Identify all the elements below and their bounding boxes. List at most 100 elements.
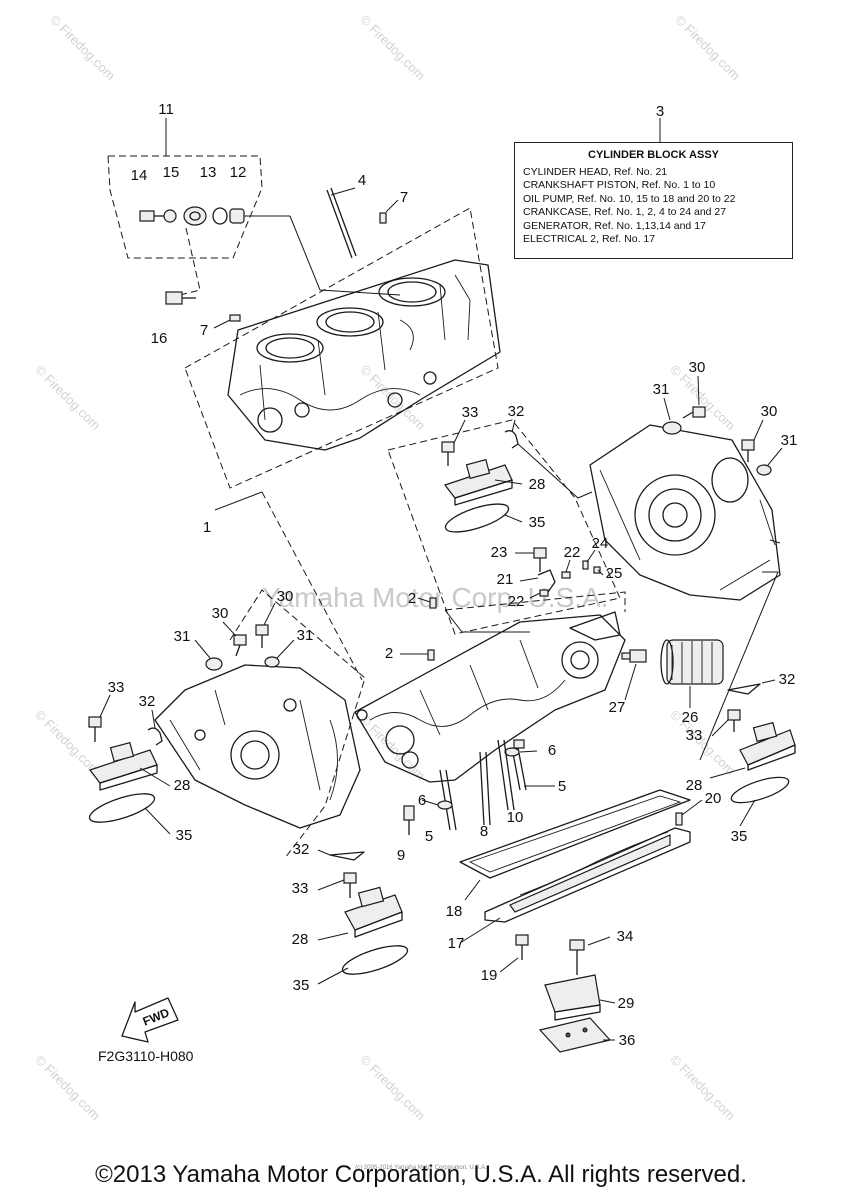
bolt-30 (682, 406, 706, 419)
assembly-line: OIL PUMP, Ref. No. 10, 15 to 18 and 20 t… (523, 192, 736, 205)
callout-label: 1 (202, 519, 212, 536)
callout-label: 33 (685, 727, 703, 744)
bolt-30 (233, 634, 247, 657)
cover-28 (739, 721, 796, 771)
washer-31 (662, 421, 682, 435)
callout-label: 35 (528, 514, 546, 531)
dowel-pin-2 (427, 649, 435, 661)
bolt-33 (88, 716, 102, 742)
bolt-8 (479, 751, 491, 826)
callout-label: 28 (528, 476, 546, 493)
oil-pan-17 (484, 827, 691, 923)
pin-20 (675, 812, 683, 826)
callout-label: 36 (618, 1032, 636, 1049)
callout-label: 32 (292, 841, 310, 858)
callout-label: 32 (778, 671, 796, 688)
gasket-35 (88, 793, 156, 823)
callout-label: 15 (162, 164, 180, 181)
plug-13 (183, 206, 207, 226)
callout-label: 25 (605, 565, 623, 582)
callout-label: 26 (681, 709, 699, 726)
bolt-30 (741, 439, 755, 462)
clamp-32 (504, 430, 519, 449)
callout-label: 35 (175, 827, 193, 844)
callout-label: 19 (480, 967, 498, 984)
callout-label: 14 (130, 167, 148, 184)
lower-crankcase (354, 611, 626, 783)
bolt-5 (511, 739, 527, 791)
washer-31 (756, 464, 772, 476)
callout-label: 31 (652, 381, 670, 398)
callout-label: 7 (199, 322, 209, 339)
callout-label: 20 (704, 790, 722, 807)
bolt-10 (497, 739, 515, 811)
washer-31 (264, 656, 280, 668)
bolt-19 (515, 934, 529, 960)
clamp-32 (329, 851, 365, 861)
crankcase-cover-left (154, 664, 361, 829)
callout-label: 31 (173, 628, 191, 645)
dowel-pin-7 (379, 212, 387, 224)
callout-label: 3 (655, 103, 665, 120)
plug-25 (593, 566, 601, 574)
diagram-code: F2G3110-H080 (98, 1048, 194, 1064)
union-bolt-27 (621, 649, 647, 663)
generator-cover (589, 424, 781, 601)
callout-label: 13 (199, 164, 217, 181)
callout-label: 6 (417, 792, 427, 809)
plate-36 (538, 1017, 612, 1053)
bolt-30 (255, 624, 269, 648)
callout-label: 29 (617, 995, 635, 1012)
assembly-box: CYLINDER BLOCK ASSY CYLINDER HEAD, Ref. … (514, 142, 793, 259)
callout-label: 35 (292, 977, 310, 994)
fwd-arrow-icon (121, 997, 179, 1043)
o-ring-12 (212, 207, 228, 225)
callout-label: 32 (507, 403, 525, 420)
callout-label: 30 (211, 605, 229, 622)
bolt-33 (343, 872, 357, 898)
fine-print: (c) 2005-2016 Yamaha Motor Corporation, … (355, 1165, 487, 1171)
callout-label: 28 (291, 931, 309, 948)
clamp-32 (727, 683, 761, 695)
callout-label: 16 (150, 330, 168, 347)
washer-15 (163, 209, 177, 223)
callout-label: 18 (445, 903, 463, 920)
assembly-line: CYLINDER HEAD, Ref. No. 21 (523, 165, 668, 178)
cover-28 (89, 741, 158, 791)
assembly-line: GENERATOR, Ref. No. 1,13,14 and 17 (523, 219, 706, 232)
callout-label: 33 (107, 679, 125, 696)
stud-bolt-4 (326, 187, 357, 259)
cylinder-block (227, 259, 501, 451)
callout-label: 9 (396, 847, 406, 864)
callout-label: 24 (591, 535, 609, 552)
bolt-34 (569, 939, 585, 975)
bolt-5 (439, 769, 457, 831)
bolt-33 (727, 709, 741, 732)
assembly-line: CRANKSHAFT PISTON, Ref. No. 1 to 10 (523, 179, 716, 191)
bolt-14 (139, 210, 165, 222)
callout-label: 2 (407, 590, 417, 607)
gasket-35 (444, 503, 510, 533)
bolt-33 (441, 441, 455, 466)
callout-label: 33 (291, 880, 309, 897)
washer-6 (504, 747, 520, 757)
dowel-pin-2 (429, 597, 437, 609)
gasket-35 (730, 776, 790, 804)
callout-label: 28 (685, 777, 703, 794)
callout-label: 34 (616, 928, 634, 945)
callout-label: 23 (490, 544, 508, 561)
callout-label: 11 (158, 101, 174, 118)
o-ring-22 (539, 589, 549, 597)
callout-label: 7 (399, 189, 409, 206)
callout-label: 22 (507, 593, 525, 610)
callout-label: 5 (557, 778, 567, 795)
callout-label: 21 (496, 571, 514, 588)
damper-29 (544, 974, 601, 1021)
callout-label: 33 (461, 404, 479, 421)
oil-filter-26 (660, 639, 724, 685)
callout-label: 31 (780, 432, 798, 449)
copyright-footer: ©2013 Yamaha Motor Corporation, U.S.A. A… (95, 1161, 747, 1188)
callout-label: 30 (276, 588, 294, 605)
